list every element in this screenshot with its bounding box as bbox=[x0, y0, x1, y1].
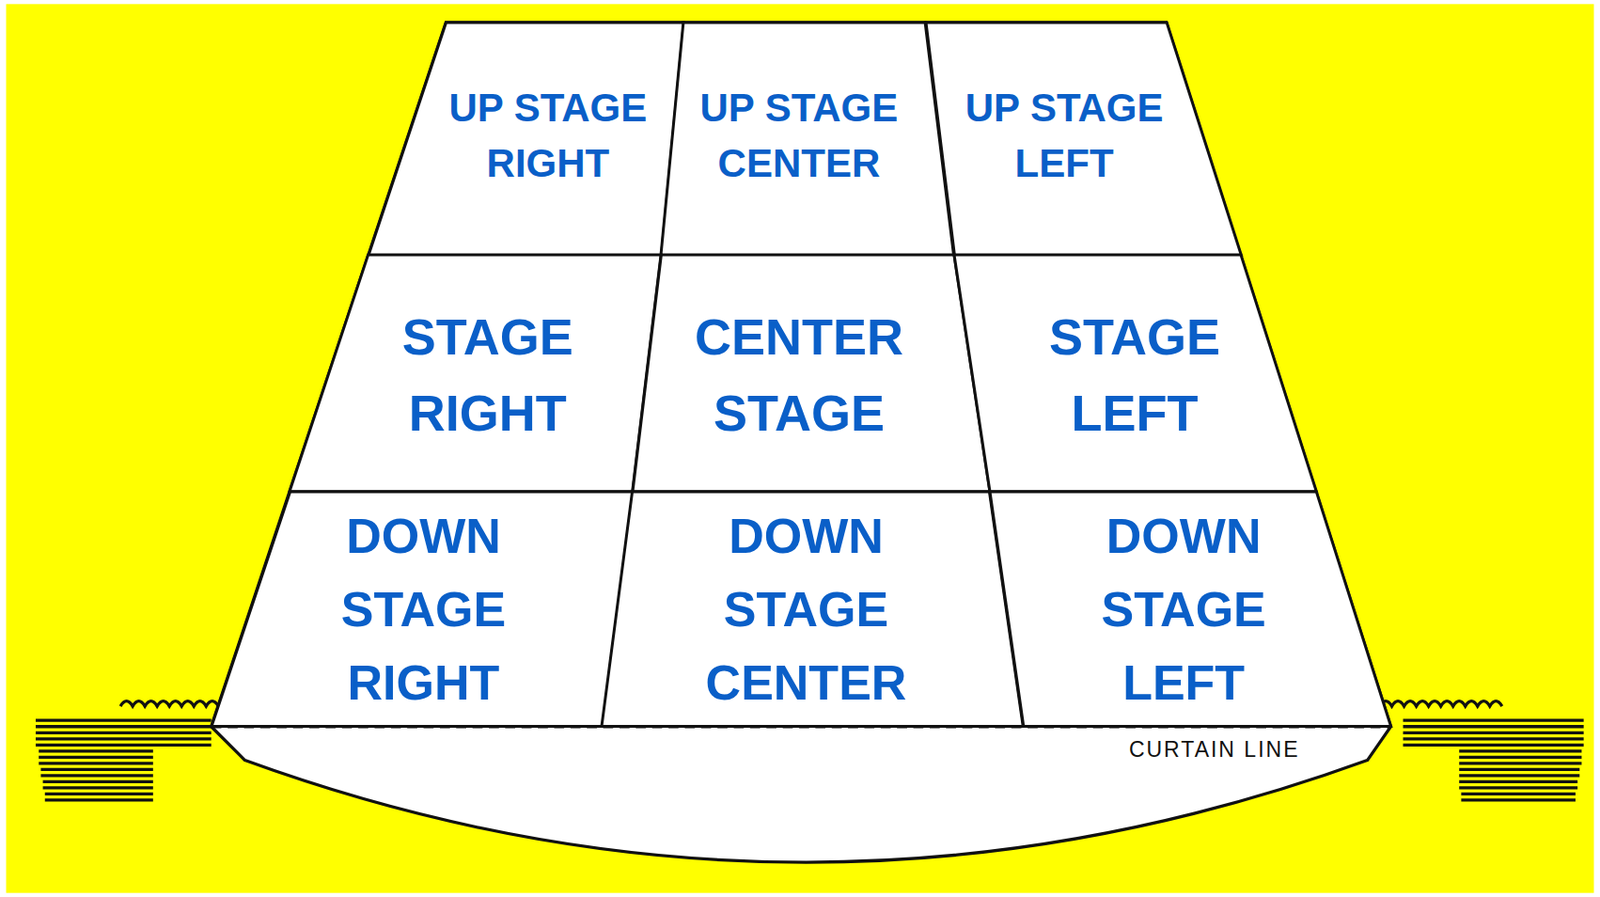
area-label: STAGE RIGHT bbox=[370, 298, 606, 452]
area-label: CENTER STAGE bbox=[681, 298, 917, 452]
area-outline bbox=[368, 22, 684, 255]
area-outline bbox=[632, 254, 990, 492]
area-outline bbox=[925, 22, 1241, 255]
downstage-right-area: DOWN STAGE RIGHT bbox=[211, 491, 633, 727]
upstage-right-area: UP STAGE RIGHT bbox=[368, 22, 684, 255]
area-label: DOWN STAGE RIGHT bbox=[305, 499, 541, 720]
curtain-line-label: CURTAIN LINE bbox=[1129, 737, 1301, 763]
area-label: UP STAGE CENTER bbox=[686, 79, 912, 192]
area-label: DOWN STAGE CENTER bbox=[688, 499, 924, 720]
area-label: STAGE LEFT bbox=[1017, 298, 1253, 452]
stage-right-area: STAGE RIGHT bbox=[289, 254, 661, 492]
area-label: DOWN STAGE LEFT bbox=[1066, 499, 1302, 720]
downstage-center-area: DOWN STAGE CENTER bbox=[601, 491, 1023, 727]
downstage-left-area: DOWN STAGE LEFT bbox=[989, 491, 1392, 727]
area-label: UP STAGE LEFT bbox=[951, 79, 1177, 192]
area-outline bbox=[954, 254, 1317, 492]
upstage-center-area: UP STAGE CENTER bbox=[660, 22, 955, 255]
center-stage-area: CENTER STAGE bbox=[632, 254, 990, 492]
area-outline bbox=[289, 254, 661, 492]
upstage-left-area: UP STAGE LEFT bbox=[925, 22, 1241, 255]
area-label: UP STAGE RIGHT bbox=[435, 79, 661, 192]
stage-left-area: STAGE LEFT bbox=[954, 254, 1317, 492]
area-outline bbox=[660, 22, 955, 255]
